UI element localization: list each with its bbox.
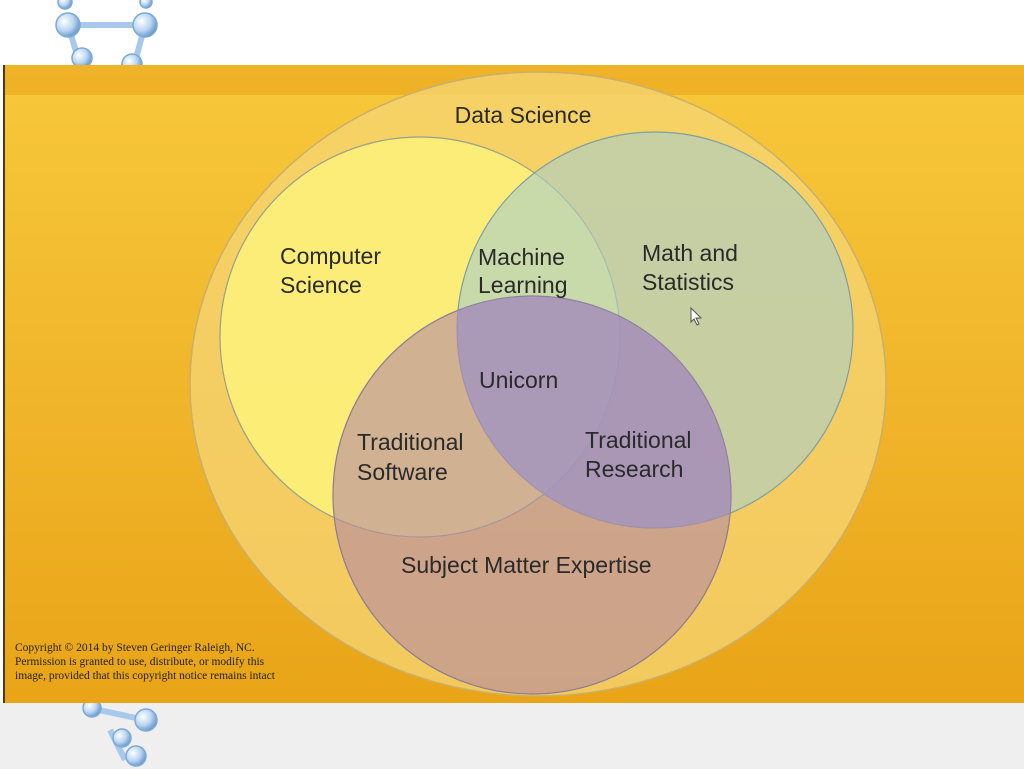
subject-matter-label: Subject Matter Expertise — [401, 552, 652, 578]
venn-diagram: Data Science Computer Science Machine Le… — [5, 65, 1024, 703]
traditional-software-label-line1: Traditional — [357, 429, 464, 455]
venn-slide: Data Science Computer Science Machine Le… — [3, 65, 1024, 703]
math-statistics-label-line1: Math and — [642, 240, 738, 266]
mouse-cursor-icon — [690, 306, 703, 326]
computer-science-label-line1: Computer — [280, 243, 381, 269]
math-statistics-label-line2: Statistics — [642, 269, 734, 295]
copyright-line2: Permission is granted to use, distribute… — [15, 656, 265, 668]
unicorn-label: Unicorn — [479, 367, 558, 393]
bottom-band — [0, 703, 1024, 769]
copyright-line1: Copyright © 2014 by Steven Geringer Rale… — [15, 642, 255, 654]
data-science-label: Data Science — [455, 102, 592, 128]
machine-learning-label-line1: Machine — [478, 244, 565, 270]
computer-science-label-line2: Science — [280, 272, 362, 298]
traditional-research-label-line1: Traditional — [585, 427, 692, 453]
traditional-software-label-line2: Software — [357, 459, 448, 485]
traditional-research-label-line2: Research — [585, 456, 683, 482]
copyright-line3: image, provided that this copyright noti… — [15, 670, 276, 682]
machine-learning-label-line2: Learning — [478, 272, 568, 298]
